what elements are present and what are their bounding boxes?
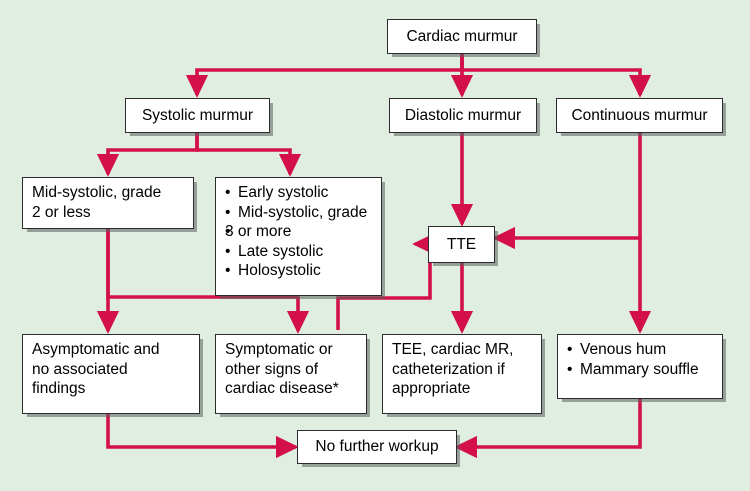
node-symptomatic-line2: other signs of bbox=[225, 360, 319, 378]
edge-symptomatic-to-tte bbox=[336, 232, 436, 330]
node-tee-line2: catheterization if bbox=[392, 360, 505, 378]
node-continuous-benign[interactable]: Venous hum Mammary souffle bbox=[557, 334, 723, 399]
node-no-further-workup[interactable]: No further workup bbox=[297, 430, 457, 464]
list-item: Venous hum bbox=[567, 340, 714, 360]
list-item: Early systolic bbox=[225, 183, 373, 203]
edge-benign-to-noworkup bbox=[454, 399, 642, 459]
edge-systolic-to-other bbox=[195, 133, 302, 177]
node-systolic-murmur[interactable]: Systolic murmur bbox=[125, 98, 270, 133]
node-asymptomatic-line3: findings bbox=[32, 380, 86, 397]
list-item: Late systolic bbox=[225, 242, 373, 262]
node-symptomatic-line1: Symptomatic or bbox=[225, 341, 333, 358]
node-asymptomatic[interactable]: Asymptomatic and no associated findings bbox=[22, 334, 200, 414]
node-asymptomatic-line2: no associated bbox=[32, 360, 128, 378]
list-item: Holosystolic bbox=[225, 261, 373, 281]
list-item: Mammary souffle bbox=[567, 360, 714, 380]
node-mid-systolic-low-grade-line1: Mid-systolic, grade bbox=[32, 184, 162, 201]
node-cardiac-murmur[interactable]: Cardiac murmur bbox=[387, 19, 537, 54]
node-systolic-other-types[interactable]: Early systolic Mid-systolic, grade 3 or … bbox=[215, 177, 382, 296]
node-tee-cardiac-mr-cath[interactable]: TEE, cardiac MR, catheterization if appr… bbox=[382, 334, 542, 414]
node-tte[interactable]: TTE bbox=[428, 226, 495, 263]
node-symptomatic[interactable]: Symptomatic or other signs of cardiac di… bbox=[215, 334, 367, 414]
node-diastolic-murmur[interactable]: Diastolic murmur bbox=[389, 98, 537, 133]
node-mid-systolic-low-grade[interactable]: Mid-systolic, grade 2 or less bbox=[22, 177, 194, 229]
node-continuous-murmur[interactable]: Continuous murmur bbox=[556, 98, 723, 133]
node-asymptomatic-line1: Asymptomatic and bbox=[32, 341, 160, 358]
systolic-other-list: Early systolic Mid-systolic, grade 3 or … bbox=[225, 183, 373, 281]
edge-systolic-to-midsystolic bbox=[96, 133, 199, 177]
node-symptomatic-line3: cardiac disease* bbox=[225, 380, 339, 397]
edge-continuous-to-tte bbox=[492, 133, 642, 250]
node-tte-label: TTE bbox=[446, 235, 477, 253]
edge-asymptomatic-to-noworkup bbox=[106, 414, 299, 459]
edge-cardiac-to-continuous bbox=[460, 54, 652, 98]
node-continuous-murmur-label: Continuous murmur bbox=[571, 106, 708, 124]
node-mid-systolic-low-grade-line2: 2 or less bbox=[32, 203, 91, 221]
node-systolic-murmur-label: Systolic murmur bbox=[141, 106, 254, 124]
continuous-benign-list: Venous hum Mammary souffle bbox=[567, 340, 714, 379]
node-diastolic-murmur-label: Diastolic murmur bbox=[404, 106, 522, 124]
node-tee-line1: TEE, cardiac MR, bbox=[392, 341, 514, 358]
list-item: Mid-systolic, grade bbox=[225, 203, 373, 223]
list-item-continuation: 3 or more bbox=[225, 222, 373, 242]
node-tee-line3: appropriate bbox=[392, 380, 471, 397]
node-no-further-workup-label: No further workup bbox=[315, 438, 439, 456]
node-cardiac-murmur-label: Cardiac murmur bbox=[406, 27, 518, 45]
edge-cardiac-to-systolic bbox=[185, 54, 464, 98]
